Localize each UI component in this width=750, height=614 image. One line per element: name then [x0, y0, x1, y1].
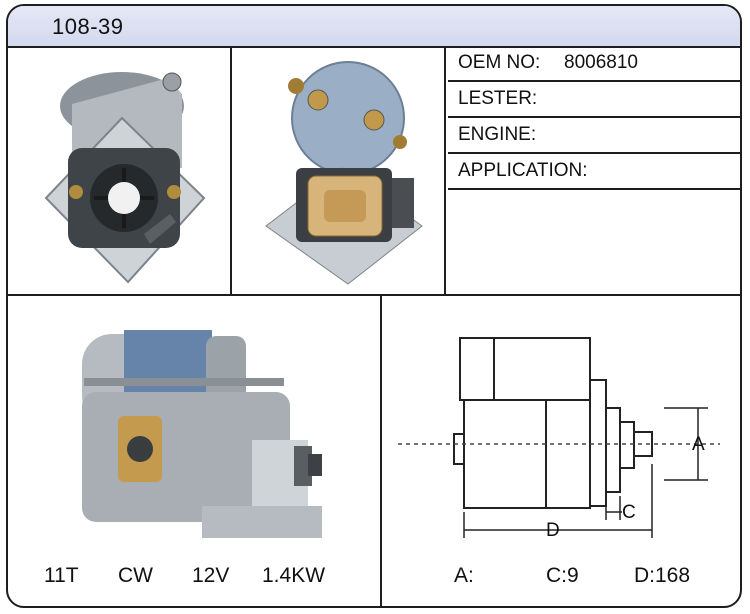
divider-v3 [380, 296, 382, 606]
engine-label: ENGINE: [458, 124, 537, 145]
divider-v1 [230, 46, 232, 296]
spec-row-application: APPLICATION: [448, 154, 740, 190]
power-rating: 1.4KW [262, 564, 326, 587]
starter-side-view-image [82, 330, 322, 538]
part-code: 108-39 [52, 14, 124, 39]
oem-label: OEM NO: [458, 52, 541, 73]
dimension-drawing: A C D [398, 337, 720, 541]
teeth-count: 11T [44, 564, 79, 587]
divider-h-mid [8, 294, 740, 296]
oem-value: 8006810 [564, 52, 638, 73]
spec-row-engine: ENGINE: [448, 118, 740, 154]
lester-label: LESTER: [458, 88, 538, 109]
dim-d-value: D:168 [634, 564, 691, 587]
header-bar: 108-39 [8, 6, 740, 48]
application-label: APPLICATION: [458, 160, 588, 181]
voltage: 12V [192, 564, 230, 587]
starter-front-view-image [44, 72, 206, 284]
dim-a-label: A [692, 434, 705, 455]
rotation-direction: CW [118, 564, 153, 587]
dim-c-label: C [622, 502, 636, 523]
dim-d-label: D [546, 520, 560, 541]
dim-a-value: A: [454, 564, 474, 587]
spec-row-oem: OEM NO: 8006810 [448, 46, 740, 82]
dim-c-value: C:9 [546, 564, 579, 587]
starter-rear-view-image [265, 61, 423, 285]
spec-row-lester: LESTER: [448, 82, 740, 118]
divider-v2 [444, 46, 446, 296]
product-sheet: 108-39 OEM NO: 8006810 LESTER: ENGINE: A… [6, 4, 742, 608]
